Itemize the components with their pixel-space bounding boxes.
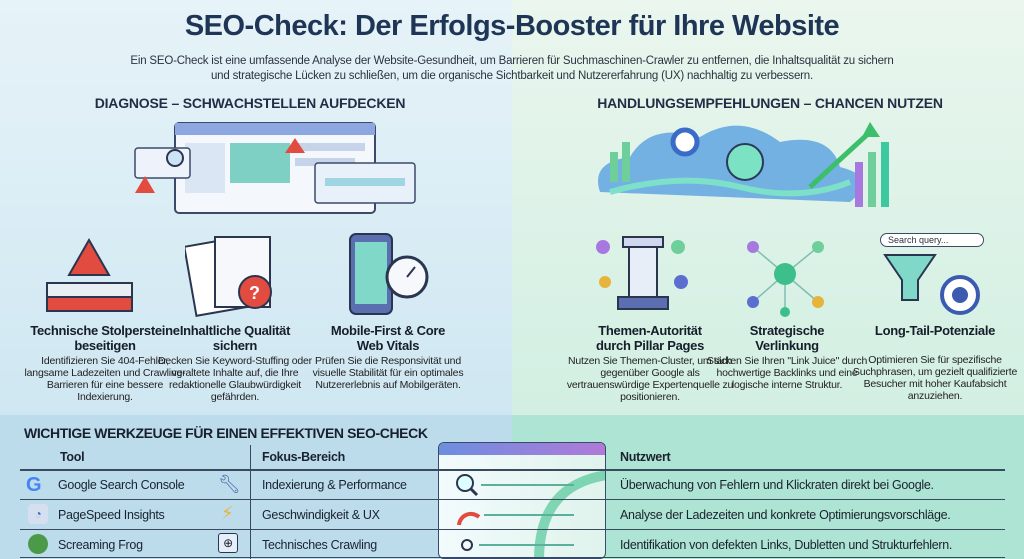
network-icon [747,241,824,317]
roadblock-warning-icon [46,237,133,312]
card-text: Stärken Sie Ihren "Link Juice" durch hoc… [706,355,868,391]
card-pillar: Themen-Autorität durch Pillar Pages Nutz… [565,323,735,403]
card-technical: Technische Stolpersteine beseitigen Iden… [20,323,190,403]
card-title: Mobile-First & Core Web Vitals [330,323,446,353]
focus-area: Geschwindigkeit & UX [262,508,380,522]
card-text: Decken Sie Keyword-Stuffing oder veralte… [158,355,312,403]
tool-value: Überwachung von Fehlern und Klickraten d… [620,478,934,492]
recommendations-background [512,0,1024,415]
table-divider [20,499,1005,500]
frog-icon [28,534,48,554]
wrench-icon: 🔧︎ [218,474,241,494]
diagnose-heading: DIAGNOSE – SCHWACHSTELLEN AUFDECKEN [94,95,406,111]
column-divider [250,445,251,559]
page-title: SEO-Check: Der Erfolgs-Booster für Ihre … [184,10,840,42]
card-title: Technische Stolpersteine beseitigen [30,323,180,353]
workflow-illustration [456,470,605,558]
card-title: Strategische Verlinkung [749,323,825,353]
tool-value: Analyse der Ladezeiten und konkrete Opti… [620,508,951,522]
focus-area: Technisches Crawling [262,538,377,552]
card-longtail: Long-Tail-Potenziale Optimieren Sie für … [845,323,1024,402]
page-subtitle: Ein SEO-Check ist eine umfassende Analys… [130,55,894,82]
card-content: Inhaltliche Qualität sichern Decken Sie … [150,323,320,403]
funnel-target-icon [883,254,980,315]
growth-cloud-illustration [598,122,889,207]
focus-area: Indexierung & Performance [262,478,407,492]
card-title: Themen-Autorität durch Pillar Pages [595,323,705,353]
table-divider [20,529,1005,530]
web-globe-icon: ⊕ [218,533,238,553]
table-divider [20,469,1005,471]
column-header-tool: Tool [60,450,85,464]
svg-text:?: ? [249,283,260,303]
card-text: Optimieren Sie für spezifische Suchphras… [852,354,1018,402]
card-text: Identifizieren Sie 404-Fehler, langsame … [24,355,186,403]
google-icon: G [26,474,42,496]
table-divider [20,557,1005,558]
tools-heading: WICHTIGE WERKZEUGE FÜR EINEN EFFEKTIVEN … [24,425,428,441]
column-header-focus: Fokus-Bereich [262,450,345,464]
card-text: Prüfen Sie die Responsivität und visuell… [312,355,464,391]
tool-value: Identifikation von defekten Links, Duble… [620,538,953,552]
tool-name: Screaming Frog [58,538,143,552]
tools-background-left [0,415,512,559]
recommendations-heading: HANDLUNGSEMPFEHLUNGEN – CHANCEN NUTZEN [597,95,943,111]
card-text: Nutzen Sie Themen-Cluster, um sich gegen… [566,355,734,403]
smartphone-stopwatch-icon [349,233,429,315]
lightning-icon: ⚡︎ [221,503,234,523]
browser-diagnosis-illustration [134,122,416,214]
tool-name: PageSpeed Insights [58,508,165,522]
documents-question-icon: ? [185,236,272,317]
card-title: Inhaltliche Qualität sichern [179,323,291,353]
column-header-value: Nutzwert [620,450,671,464]
workflow-panel [438,442,606,559]
card-linking: Strategische Verlinkung Stärken Sie Ihre… [702,323,872,391]
pillar-icon [596,236,688,310]
tool-name: Google Search Console [58,478,185,492]
search-query-input: Search query... [880,233,984,247]
pagespeed-icon: ◔ [28,504,48,524]
card-title: Long-Tail-Potenziale [874,323,996,338]
card-mobile: Mobile-First & Core Web Vitals Prüfen Si… [303,323,473,391]
